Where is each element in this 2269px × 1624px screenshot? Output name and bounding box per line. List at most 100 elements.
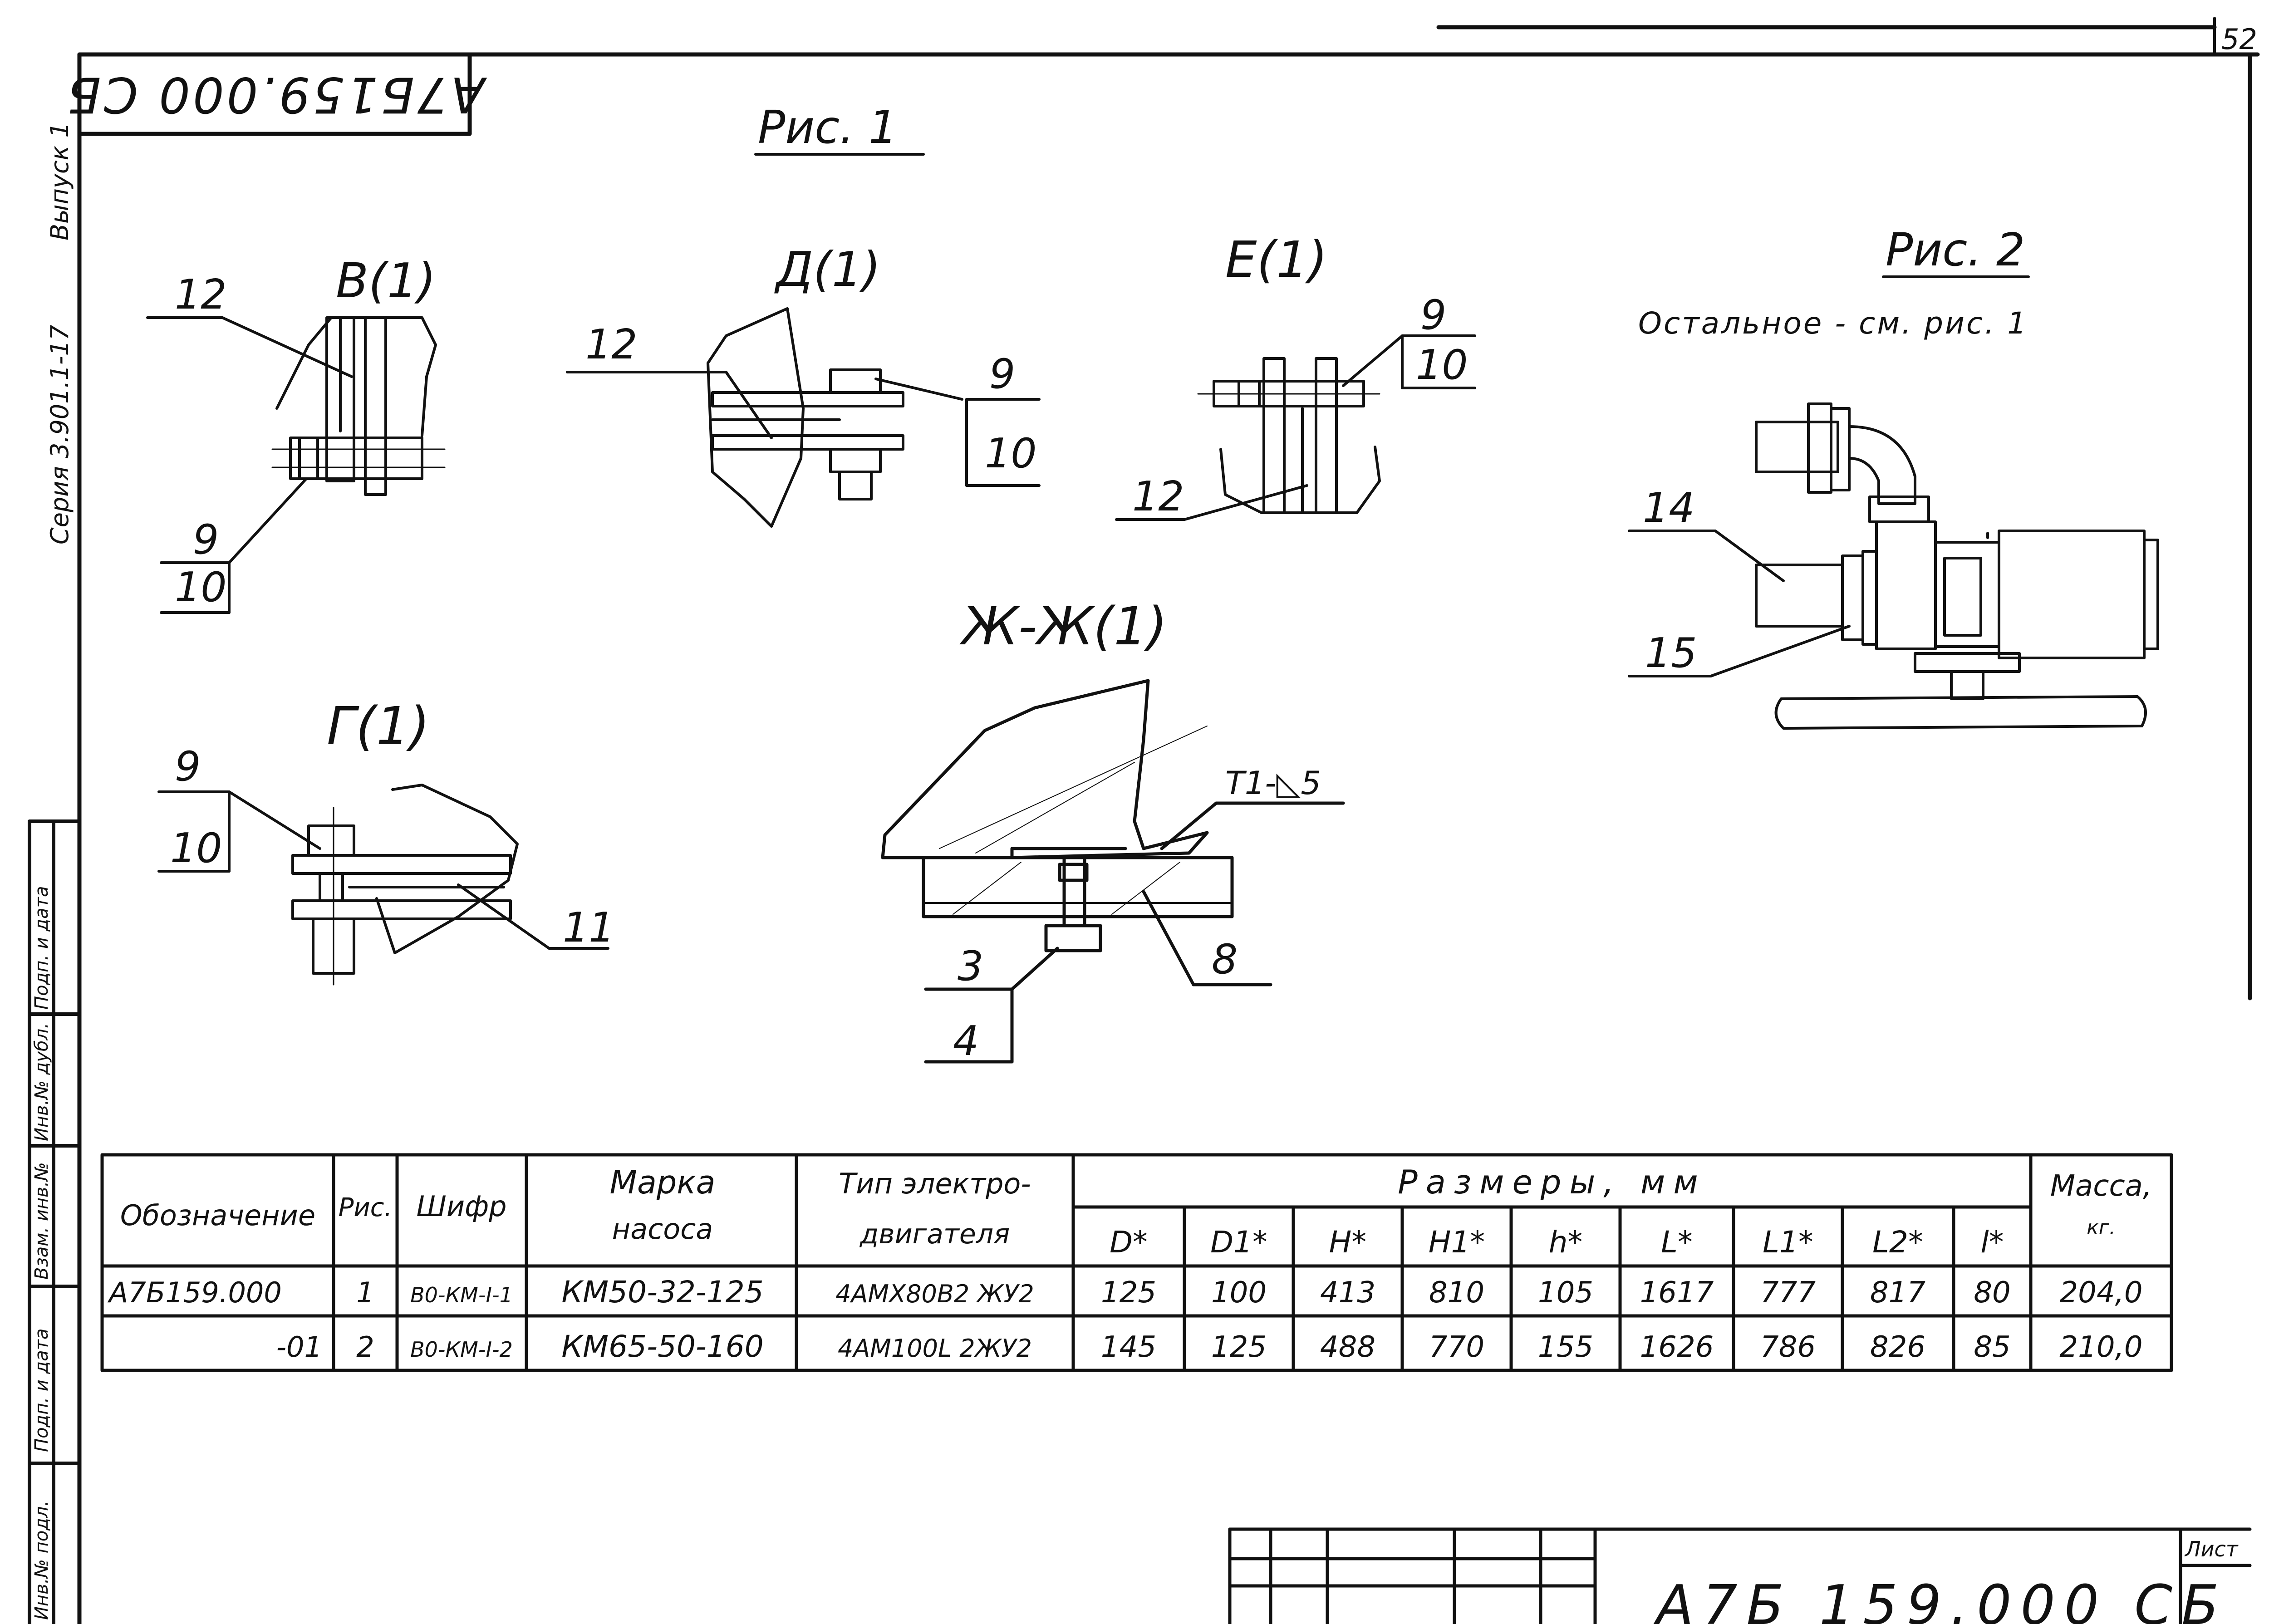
callout-14: 14 bbox=[1643, 484, 1695, 532]
callout-9: 9 bbox=[193, 516, 219, 564]
header-dims: Размеры, мм bbox=[1398, 1163, 1706, 1201]
dim-header-7: L2* bbox=[1872, 1225, 1923, 1260]
callout-9: 9 bbox=[989, 350, 1015, 398]
cell-code: В0-КМ-I-1 bbox=[410, 1283, 513, 1307]
side-label-vzam-inv: Взам. инв.№ bbox=[31, 1162, 52, 1280]
side-label-inv-podl: Инв.№ подл. bbox=[31, 1501, 52, 1620]
code-stamp: А7Б159.000 СБ bbox=[64, 52, 487, 136]
view-d-title: Д(1) bbox=[774, 242, 881, 297]
cell-pump: КМ65-50-160 bbox=[561, 1329, 763, 1364]
section-zh: Ж-Ж(1) Т1-◺5 8 3 4 bbox=[881, 596, 1345, 1065]
callout-4: 4 bbox=[953, 1017, 979, 1065]
cell-fig: 1 bbox=[356, 1276, 374, 1309]
cell-dim-8: 85 bbox=[1974, 1330, 2010, 1364]
callout-15: 15 bbox=[1645, 629, 1697, 677]
cell-fig: 2 bbox=[356, 1330, 374, 1364]
view-e-title: Е(1) bbox=[1225, 231, 1327, 289]
cell-dim-8: 80 bbox=[1974, 1276, 2010, 1310]
cell-dim-5: 1626 bbox=[1640, 1330, 1714, 1364]
cell-mass: 210,0 bbox=[2059, 1330, 2142, 1364]
pump-unit: 14 15 bbox=[1628, 402, 2159, 730]
callout-10: 10 bbox=[1416, 341, 1468, 389]
cell-designation: А7Б159.000 bbox=[107, 1276, 282, 1309]
header-code: Шифр bbox=[417, 1190, 507, 1223]
callout-8: 8 bbox=[1212, 936, 1238, 983]
callout-9: 9 bbox=[175, 743, 201, 790]
cell-dim-6: 786 bbox=[1760, 1330, 1816, 1364]
callout-10: 10 bbox=[175, 564, 227, 611]
view-v: В(1) 12 9 10 bbox=[146, 253, 446, 614]
title-block: А7Б 159.000 СБ Лист bbox=[1228, 1527, 2252, 1624]
page-number-box: 52 bbox=[2213, 17, 2257, 56]
view-e: Е(1) 9 10 12 bbox=[1115, 231, 1476, 521]
callout-12: 12 bbox=[585, 321, 638, 368]
cell-dim-7: 826 bbox=[1870, 1330, 1925, 1364]
sheet-label: Лист bbox=[2184, 1537, 2239, 1561]
dim-header-8: l* bbox=[1980, 1225, 2004, 1260]
callout-3: 3 bbox=[958, 942, 983, 990]
section-zh-title: Ж-Ж(1) bbox=[959, 596, 1167, 657]
view-v-title: В(1) bbox=[336, 253, 436, 309]
callout-12: 12 bbox=[1132, 473, 1184, 520]
side-label-podp-data-1: Подп. и дата bbox=[31, 1329, 52, 1452]
header-motor-2: двигателя bbox=[859, 1218, 1010, 1250]
header-designation: Обозначение bbox=[120, 1199, 315, 1232]
series-text: Серия 3.901.1-17 bbox=[45, 325, 74, 545]
cell-mass: 204,0 bbox=[2059, 1276, 2142, 1310]
cell-dim-4: 155 bbox=[1538, 1330, 1593, 1364]
cell-dim-3: 770 bbox=[1429, 1330, 1484, 1364]
side-label-inv-dubl: Инв.№ дубл. bbox=[31, 1023, 52, 1141]
cell-dim-3: 810 bbox=[1429, 1276, 1484, 1310]
cell-motor: 4АМ100L 2ЖУ2 bbox=[838, 1334, 1032, 1363]
dim-header-0: D* bbox=[1110, 1225, 1148, 1260]
cell-dim-1: 100 bbox=[1211, 1276, 1267, 1310]
dim-header-3: H1* bbox=[1429, 1225, 1485, 1260]
callout-10: 10 bbox=[985, 430, 1037, 477]
title-block-code: А7Б 159.000 СБ bbox=[1653, 1574, 2228, 1624]
header-motor-1: Тип электро- bbox=[839, 1167, 1031, 1200]
header-mass-1: Масса, bbox=[2050, 1169, 2152, 1203]
cell-code: В0-КМ-I-2 bbox=[410, 1337, 513, 1362]
side-label-podp-data-2: Подп. и дата bbox=[31, 886, 52, 1010]
page-number: 52 bbox=[2221, 23, 2257, 56]
side-stamp-column: Инв.№ подл. Подп. и дата Взам. инв.№ Инв… bbox=[28, 819, 81, 1624]
dim-header-4: h* bbox=[1549, 1225, 1583, 1260]
header-pump-2: насоса bbox=[612, 1212, 713, 1246]
weld-symbol: Т1-◺5 bbox=[1225, 765, 1321, 802]
cell-dim-0: 125 bbox=[1101, 1276, 1156, 1310]
view-g: Г(1) 9 10 11 bbox=[157, 696, 615, 986]
cell-dim-0: 145 bbox=[1101, 1330, 1156, 1364]
view-g-title: Г(1) bbox=[327, 696, 430, 757]
cell-dim-2: 413 bbox=[1320, 1276, 1375, 1310]
callout-10: 10 bbox=[170, 824, 222, 872]
figure2-note: Остальное - см. рис. 1 bbox=[1638, 306, 2028, 341]
header-fig: Рис. bbox=[339, 1193, 393, 1222]
dim-header-row: D* D1* H* H1* h* L* L1* L2* l* bbox=[1110, 1225, 2004, 1260]
cell-dim-1: 125 bbox=[1211, 1330, 1267, 1364]
cell-dim-4: 105 bbox=[1538, 1276, 1593, 1310]
header-mass-2: кг. bbox=[2087, 1216, 2116, 1239]
dim-header-1: D1* bbox=[1210, 1225, 1267, 1260]
dim-header-6: L1* bbox=[1763, 1225, 1813, 1260]
callout-12: 12 bbox=[175, 271, 227, 319]
issue-text: Выпуск 1 bbox=[45, 122, 74, 240]
figure1-label: Рис. 1 bbox=[758, 101, 897, 154]
pump-table: Обозначение Рис. Шифр Марка насоса Тип э… bbox=[100, 1153, 2173, 1372]
cell-dim-6: 777 bbox=[1760, 1276, 1816, 1310]
callout-11: 11 bbox=[563, 904, 615, 952]
callout-9: 9 bbox=[1420, 291, 1446, 339]
dim-header-5: L* bbox=[1661, 1225, 1693, 1260]
stamp-code: А7Б159.000 СБ bbox=[64, 66, 487, 123]
cell-dim-7: 817 bbox=[1870, 1276, 1925, 1310]
header-pump-1: Марка bbox=[610, 1164, 716, 1201]
table-body: А7Б159.000 1 В0-КМ-I-1 КМ50-32-125 4АМХ80В2 … bbox=[107, 1275, 2143, 1364]
cell-motor: 4АМХ80В2 ЖУ2 bbox=[835, 1280, 1034, 1308]
figure2-label: Рис. 2 bbox=[1886, 223, 2025, 276]
view-d: Д(1) 12 9 10 bbox=[566, 242, 1041, 528]
dim-header-2: H* bbox=[1329, 1225, 1367, 1260]
cell-dim-5: 1617 bbox=[1640, 1276, 1714, 1310]
cell-dim-2: 488 bbox=[1320, 1330, 1375, 1364]
cell-designation: -01 bbox=[276, 1330, 322, 1364]
cell-pump: КМ50-32-125 bbox=[561, 1275, 763, 1310]
